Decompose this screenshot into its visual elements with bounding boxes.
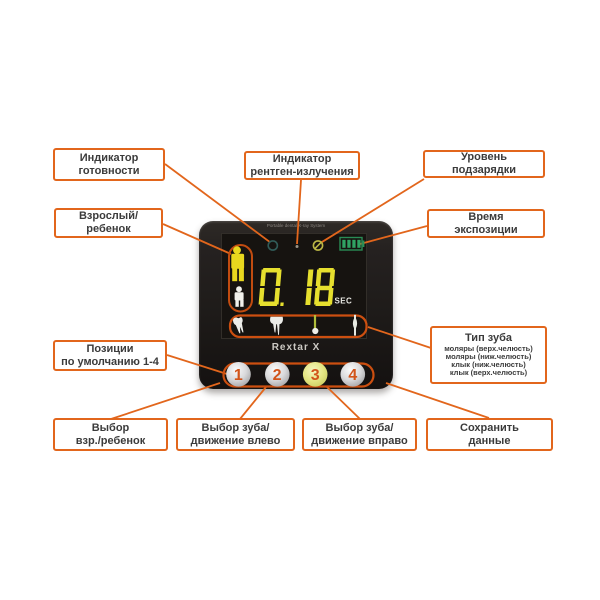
svg-text:1: 1 [234,367,243,384]
svg-text:SEC: SEC [335,297,353,306]
svg-text:4: 4 [348,367,357,384]
svg-text:3: 3 [311,367,320,384]
svg-text:2: 2 [273,367,282,384]
